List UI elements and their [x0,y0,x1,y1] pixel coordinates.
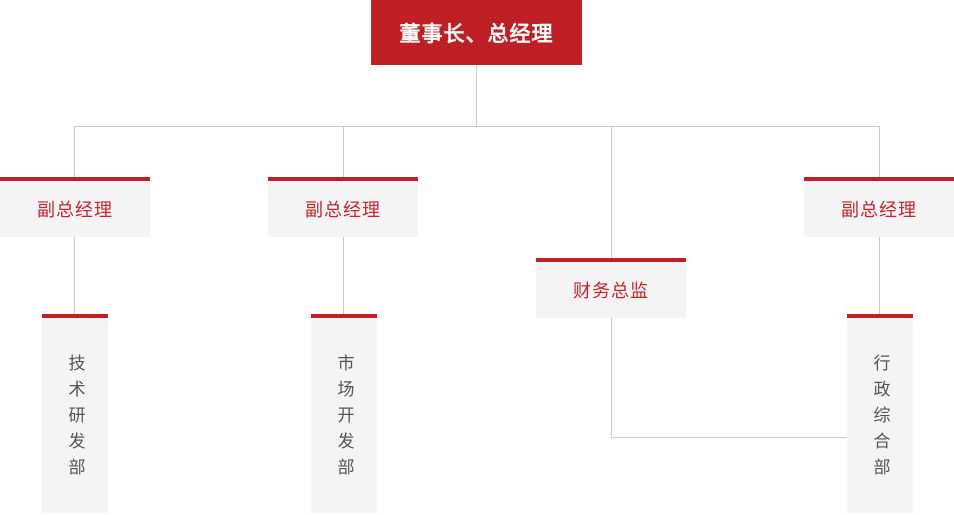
node-department-rd-label: 技术研发部 [65,354,85,484]
connector-vice-gm-2-to-market-dept [343,237,344,314]
node-finance-director-label: 财务总监 [573,281,649,301]
node-vice-general-manager-2[interactable]: 副总经理 [268,177,418,237]
connector-drop-vice-gm-2 [343,126,344,177]
node-vice-general-manager-3-label: 副总经理 [841,200,917,220]
connector-vice-gm-3-to-admin-dept [879,237,880,314]
connector-drop-vice-gm-1 [74,126,75,177]
node-vice-general-manager-2-label: 副总经理 [305,200,381,220]
connector-root-stem [476,65,477,126]
connector-vice-gm-1-to-rd-dept [74,237,75,314]
connector-finance-director-vertical [611,318,612,437]
node-chairman-general-manager-label: 董事长、总经理 [399,22,554,46]
node-vice-general-manager-1[interactable]: 副总经理 [0,177,150,237]
node-department-market-label: 市场开发部 [334,354,354,484]
node-finance-director[interactable]: 财务总监 [536,258,686,318]
connector-finance-director-to-admin-dept [611,437,879,438]
node-department-admin-label: 行政综合部 [870,354,890,484]
node-department-market[interactable]: 市场开发部 [311,314,377,513]
node-vice-general-manager-1-label: 副总经理 [37,200,113,220]
node-vice-general-manager-3[interactable]: 副总经理 [804,177,954,237]
connector-bus-horizontal [74,126,880,127]
node-chairman-general-manager[interactable]: 董事长、总经理 [371,0,582,65]
node-department-admin[interactable]: 行政综合部 [847,314,913,513]
connector-drop-finance-director [611,126,612,258]
connector-drop-vice-gm-3 [879,126,880,177]
node-department-rd[interactable]: 技术研发部 [42,314,108,513]
